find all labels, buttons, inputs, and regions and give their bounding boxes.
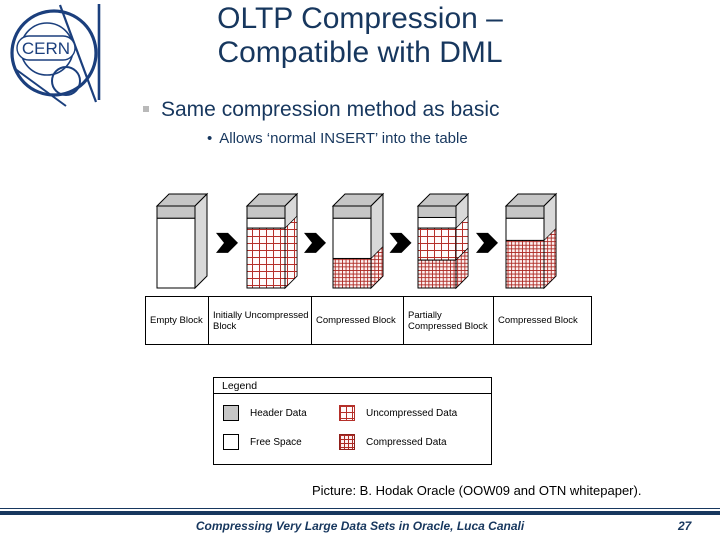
- picture-credit: Picture: B. Hodak Oracle (OOW09 and OTN …: [312, 483, 642, 498]
- cern-logo-text: CERN: [22, 39, 70, 58]
- block-segment-header: [417, 205, 457, 218]
- block-segment-uncompressed: [417, 227, 457, 261]
- legend-label: Free Space: [250, 436, 302, 448]
- legend-item-uncompressed-data: Uncompressed Data: [339, 405, 491, 421]
- cern-logo: CERN: [10, 4, 101, 107]
- bullet-main: Same compression method as basic: [143, 98, 500, 122]
- legend-item-free-space: Free Space: [223, 434, 339, 450]
- footer-title: Compressing Very Large Data Sets in Orac…: [195, 519, 525, 533]
- bullet-main-text: Same compression method as basic: [161, 98, 500, 121]
- legend-body: Header Data Uncompressed Data Free Space…: [214, 394, 491, 450]
- block-segment-free: [246, 217, 286, 229]
- legend-label: Header Data: [250, 407, 307, 419]
- legend-label: Compressed Data: [366, 436, 447, 448]
- compression-blocks-diagram: [155, 192, 558, 290]
- block-label-initially-uncompressed: Initially Uncompressed Block: [208, 297, 311, 344]
- page-title-line1: OLTP Compression –: [217, 2, 503, 35]
- block-segment-free: [417, 216, 457, 229]
- cern-logo-badge: [16, 35, 76, 61]
- arrow-right-icon: [304, 232, 326, 253]
- square-bullet-icon: [143, 106, 149, 112]
- block-label-empty: Empty Block: [150, 315, 203, 326]
- arrow-right-icon: [476, 232, 498, 253]
- block-label-partially-compressed: Partially Compressed Block: [403, 297, 493, 344]
- block-segment-header: [505, 205, 545, 219]
- block-label-compressed-1: Compressed Block: [311, 297, 403, 344]
- uncompressed-data-swatch-icon: [339, 405, 355, 421]
- header-data-swatch-icon: [223, 405, 239, 421]
- legend-item-header-data: Header Data: [223, 405, 339, 421]
- bullet-sub-text: Allows ‘normal INSERT’ into the table: [219, 130, 468, 147]
- dot-bullet-icon: •: [207, 130, 213, 147]
- block-segment-header: [246, 205, 286, 219]
- bullet-sub: • Allows ‘normal INSERT’ into the table: [207, 129, 468, 148]
- legend-title: Legend: [214, 378, 491, 394]
- block-segment-free: [505, 217, 545, 241]
- page-number: 27: [678, 519, 692, 533]
- page-title-line2: Compatible with DML: [217, 36, 503, 69]
- legend-box: Legend Header Data Uncompressed Data Fre…: [213, 377, 492, 465]
- arrow-right-icon: [389, 232, 412, 253]
- block-segment-compressed: [332, 257, 372, 289]
- footer-rule-thick: [0, 511, 720, 515]
- page-title: OLTP Compression – Compatible with DML: [140, 2, 580, 70]
- block-segment-compressed: [417, 259, 457, 289]
- compressed-data-swatch-icon: [339, 434, 355, 450]
- block-segment-compressed: [505, 239, 545, 289]
- block-segment-header: [156, 205, 196, 219]
- block-label-table: Empty Block Initially Uncompressed Block…: [145, 296, 592, 345]
- free-space-swatch-icon: [223, 434, 239, 450]
- footer-rule-thin: [0, 508, 720, 509]
- legend-item-compressed-data: Compressed Data: [339, 434, 491, 450]
- legend-label: Uncompressed Data: [366, 407, 458, 419]
- arrow-right-icon: [216, 232, 238, 253]
- block-label-compressed-2: Compressed Block: [493, 297, 591, 344]
- block-segment-header: [332, 205, 372, 219]
- block-segment-free: [156, 217, 196, 289]
- block-segment-uncompressed: [246, 227, 286, 289]
- block-segment-free: [332, 217, 372, 259]
